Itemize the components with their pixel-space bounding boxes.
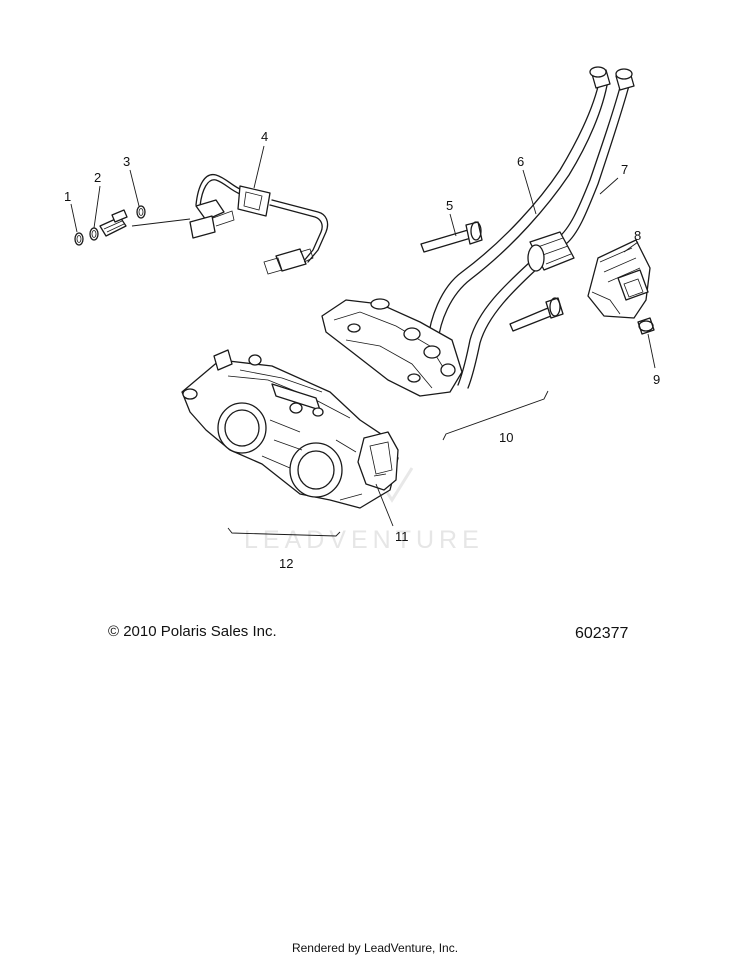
fuel-rail-part-10	[321, 298, 463, 397]
callout-4: 4	[261, 129, 268, 144]
callout-1: 1	[64, 189, 71, 204]
group-bracket-12	[227, 527, 341, 537]
callout-2: 2	[94, 170, 101, 185]
callout-5: 5	[446, 198, 453, 213]
o-ring-part-1	[74, 232, 84, 246]
callout-12: 12	[279, 556, 293, 571]
fuel-hose-part-7	[457, 68, 635, 389]
callout-7: 7	[621, 162, 628, 177]
callout-8: 8	[634, 228, 641, 243]
o-ring-part-2	[89, 227, 99, 241]
copyright-text: © 2010 Polaris Sales Inc.	[108, 623, 277, 640]
callout-11: 11	[395, 529, 409, 544]
regulator-part-8	[587, 239, 651, 319]
group-bracket-10	[442, 390, 549, 441]
bolt-part-5	[420, 221, 483, 253]
injector-nozzle	[99, 209, 128, 237]
leader-lines	[70, 145, 656, 527]
tps-sensor-part-11	[357, 431, 399, 491]
callout-9: 9	[653, 372, 660, 387]
throttle-body-part-12	[181, 349, 399, 509]
o-ring-part-3	[136, 205, 146, 219]
callout-10: 10	[499, 430, 513, 445]
callout-labels: 1 2 3 4 5 6 7 8 9 10 11 12	[64, 129, 660, 571]
figure-number: 602377	[575, 625, 629, 642]
watermark-text: LEADVENTURE	[244, 526, 484, 554]
bolt-part-10-side	[509, 297, 564, 332]
screw-part-9	[637, 317, 655, 335]
fuel-hose-part-6	[427, 66, 611, 343]
footer-credit: Rendered by LeadVenture, Inc.	[291, 941, 459, 955]
callout-6: 6	[517, 154, 524, 169]
callout-3: 3	[123, 154, 130, 169]
injector-harness-part-4	[189, 173, 329, 275]
